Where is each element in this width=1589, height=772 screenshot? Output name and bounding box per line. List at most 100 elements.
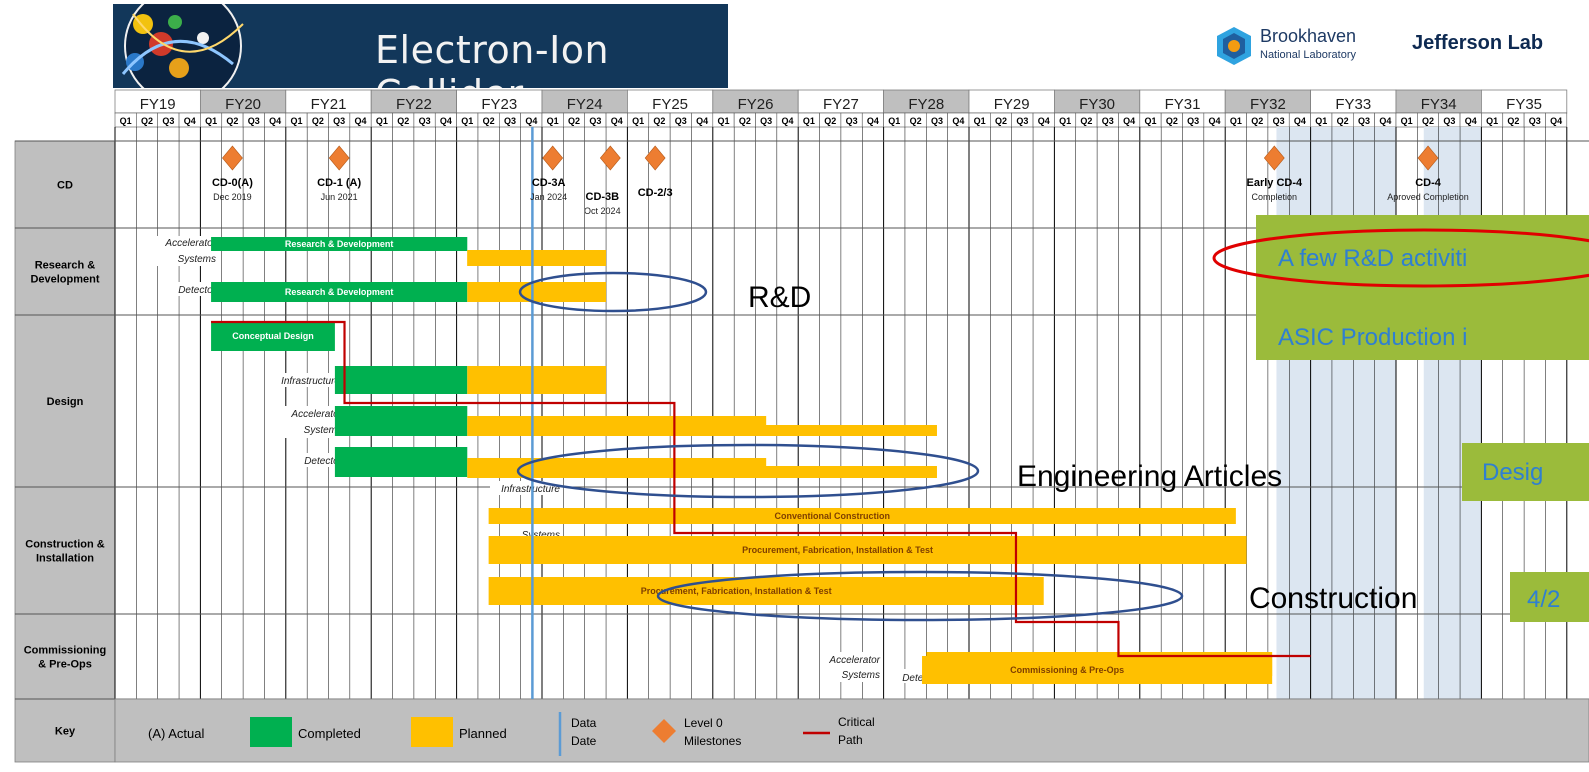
quarter-label: Q4 [355, 116, 367, 126]
milestone-date: Jan 2024 [530, 192, 567, 202]
sub-row-label: Systems [842, 670, 880, 681]
quarter-label: Q2 [653, 116, 665, 126]
fy-header-label: FY21 [311, 96, 347, 113]
milestone-label: CD-3A [532, 177, 566, 189]
milestone-label: CD-0(A) [212, 177, 253, 189]
quarter-label: Q4 [269, 116, 281, 126]
gantt-bar-planned [467, 282, 606, 302]
milestone-diamond [329, 146, 349, 170]
quarter-label: Q1 [205, 116, 217, 126]
row-label-design: Design [47, 396, 84, 408]
milestone-date: Dec 2019 [213, 192, 252, 202]
quarter-label: Q2 [1251, 116, 1263, 126]
milestone-diamond [222, 146, 242, 170]
engineering-annotation: Engineering Articles [1017, 460, 1282, 493]
quarter-label: Q4 [1379, 116, 1391, 126]
fy-header-label: FY20 [225, 96, 261, 113]
milestone-label: CD-3B [586, 191, 620, 203]
quarter-label: Q3 [248, 116, 260, 126]
key-critical-label: Critical [838, 715, 875, 729]
quarter-label: Q2 [995, 116, 1007, 126]
quarter-label: Q1 [547, 116, 559, 126]
quarter-label: Q1 [1144, 116, 1156, 126]
quarter-label: Q1 [376, 116, 388, 126]
fy-header-label: FY35 [1506, 96, 1542, 113]
fy-header-label: FY28 [908, 96, 944, 113]
quarter-label: Q3 [1358, 116, 1370, 126]
quarter-label: Q2 [1507, 116, 1519, 126]
quarter-label: Q1 [290, 116, 302, 126]
quarter-label: Q4 [184, 116, 196, 126]
quarter-label: Q1 [974, 116, 986, 126]
quarter-label: Q1 [888, 116, 900, 126]
row-label-rd: Development [30, 274, 99, 286]
quarter-label: Q3 [333, 116, 345, 126]
quarter-label: Q3 [760, 116, 772, 126]
gantt-bar-label: Research & Development [285, 287, 394, 297]
key-completed-label: Completed [298, 726, 361, 741]
row-label-key: Key [55, 726, 76, 738]
gantt-bar-completed [335, 406, 467, 436]
quarter-label: Q3 [1443, 116, 1455, 126]
quarter-label: Q4 [525, 116, 537, 126]
row-label-ci: Construction & [25, 539, 104, 551]
quarter-label: Q2 [141, 116, 153, 126]
quarter-label: Q4 [440, 116, 452, 126]
row-label-cell [15, 614, 115, 699]
row-label-rd: Research & [35, 260, 96, 272]
quarter-label: Q3 [1273, 116, 1285, 126]
quarter-label: Q3 [162, 116, 174, 126]
quarter-label: Q3 [419, 116, 431, 126]
milestone-label: CD-1 (A) [317, 177, 361, 189]
quarter-label: Q2 [483, 116, 495, 126]
key-milestone-label: Milestones [684, 734, 741, 748]
key-data-date-label: Data [571, 716, 597, 730]
callout-construction-text: 4/2 [1527, 586, 1560, 613]
milestone-date: Completion [1252, 192, 1298, 202]
quarter-label: Q1 [1401, 116, 1413, 126]
fy-header-label: FY33 [1335, 96, 1371, 113]
quarter-label: Q3 [504, 116, 516, 126]
quarter-label: Q4 [867, 116, 879, 126]
row-label-cp: & Pre-Ops [38, 659, 92, 671]
construction-annotation: Construction [1249, 582, 1417, 615]
fy-header-label: FY25 [652, 96, 688, 113]
quarter-label: Q3 [931, 116, 943, 126]
milestone-date: Aproved Completion [1387, 192, 1469, 202]
fy-header-label: FY24 [567, 96, 603, 113]
key-critical-label: Path [838, 733, 863, 747]
sub-row-label: Detector [178, 285, 216, 296]
quarter-label: Q2 [1166, 116, 1178, 126]
milestone-label: CD-2/3 [638, 187, 673, 199]
fy-header-label: FY32 [1250, 96, 1286, 113]
quarter-label: Q4 [1550, 116, 1562, 126]
quarter-label: Q3 [589, 116, 601, 126]
completion-window-shade [1424, 127, 1482, 699]
quarter-label: Q1 [1486, 116, 1498, 126]
quarter-label: Q4 [782, 116, 794, 126]
quarter-label: Q1 [1059, 116, 1071, 126]
gantt-bar-planned [467, 425, 937, 436]
quarter-label: Q1 [632, 116, 644, 126]
quarter-label: Q2 [910, 116, 922, 126]
quarter-label: Q4 [696, 116, 708, 126]
quarter-label: Q2 [739, 116, 751, 126]
gantt-bar-label: Procurement, Fabrication, Installation &… [641, 586, 832, 596]
quarter-label: Q3 [1016, 116, 1028, 126]
gantt-bar-label: Conventional Construction [775, 511, 891, 521]
fy-header-label: FY31 [1165, 96, 1201, 113]
quarter-label: Q1 [1315, 116, 1327, 126]
fy-header-label: FY23 [481, 96, 517, 113]
sub-row-label: Accelerator [164, 238, 216, 249]
quarter-label: Q2 [1080, 116, 1092, 126]
fy-header-label: FY29 [994, 96, 1030, 113]
gantt-bar-label: Conceptual Design [232, 331, 314, 341]
gantt-bar-label: Procurement, Fabrication, Installation &… [742, 545, 933, 555]
milestone-diamond [543, 146, 563, 170]
quarter-label: Q2 [568, 116, 580, 126]
key-actual-label: (A) Actual [148, 726, 204, 741]
key-data-date-label: Date [571, 734, 597, 748]
quarter-label: Q1 [717, 116, 729, 126]
gantt-bar-planned [467, 366, 606, 394]
